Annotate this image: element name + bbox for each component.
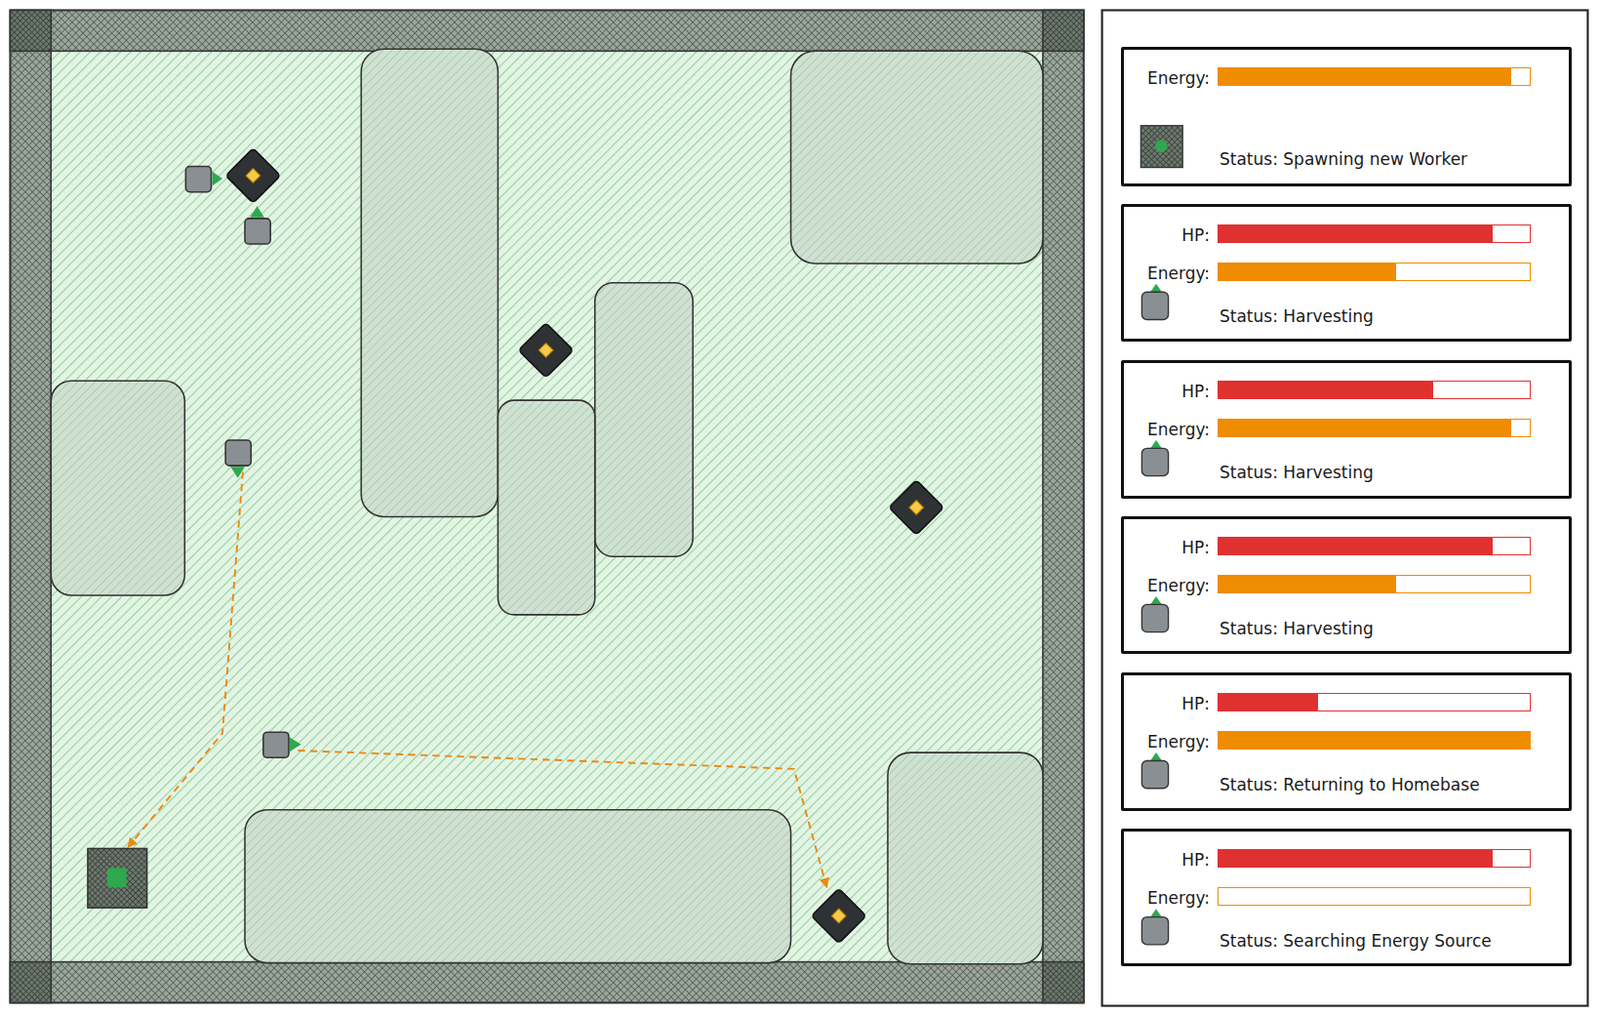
unit-status-card: HP: Energy: Status: Returning to Homebase (1120, 672, 1572, 811)
stat-bar (1217, 224, 1531, 243)
stat-bar-fill (1218, 419, 1512, 437)
stat-label: Energy: (1123, 575, 1210, 596)
unit-status-card: HP: Energy: Status: Harvesting (1120, 203, 1572, 342)
stat-bar-fill (1218, 381, 1434, 399)
stat-label: Energy: (1123, 731, 1210, 752)
unit-status-card: HP: Energy: Status: Searching Energy Sourc… (1120, 828, 1572, 966)
stat-label: Energy: (1123, 263, 1210, 283)
homebase (87, 847, 148, 908)
unit-status-card: HP: Energy: Status: Harvesting (1120, 360, 1572, 499)
stat-bar-fill (1218, 731, 1530, 749)
stat-bar (1217, 692, 1531, 712)
map-frame (9, 9, 1083, 1002)
stat-bar-fill (1218, 263, 1397, 280)
stat-bar (1217, 730, 1531, 750)
stat-bar (1217, 536, 1531, 556)
stat-bar-fill (1218, 693, 1319, 711)
status-text: Status: Spawning new Worker (1219, 149, 1468, 169)
stat-label: HP: (1123, 693, 1210, 714)
stat-bar-fill (1218, 849, 1493, 867)
stat-label: HP: (1123, 381, 1210, 401)
card-icons (1140, 125, 1183, 945)
stat-bar-fill (1218, 537, 1493, 555)
stat-label: Energy: (1123, 68, 1210, 88)
stat-label: HP: (1123, 849, 1210, 870)
stat-label: HP: (1123, 537, 1210, 558)
stat-bar (1217, 886, 1531, 906)
status-text: Status: Returning to Homebase (1219, 774, 1480, 795)
unit-status-card: HP: Energy: Status: Harvesting (1120, 516, 1572, 654)
stat-bar (1217, 380, 1531, 400)
stat-label: Energy: (1123, 419, 1210, 440)
status-text: Status: Harvesting (1219, 306, 1374, 326)
stat-label: HP: (1123, 225, 1210, 245)
stat-bar-fill (1218, 225, 1493, 242)
status-text: Status: Harvesting (1219, 618, 1374, 639)
stat-bar (1217, 848, 1531, 868)
status-text: Status: Harvesting (1219, 462, 1374, 482)
status-text: Status: Searching Energy Source (1219, 930, 1492, 951)
status-panel (1102, 9, 1589, 1005)
obstacles (50, 48, 1043, 963)
stat-bar (1217, 574, 1531, 594)
stat-bar-fill (1218, 575, 1397, 593)
stat-bar (1217, 67, 1531, 86)
stat-label: Energy: (1123, 887, 1210, 908)
unit-status-card: Energy: Status: Spawning new Worker (1120, 46, 1572, 187)
stat-bar-fill (1218, 68, 1512, 85)
worker-paths (128, 471, 827, 886)
energy-sources (225, 148, 944, 944)
workers (185, 166, 301, 759)
stat-bar (1217, 418, 1531, 438)
stat-bar (1217, 262, 1531, 281)
